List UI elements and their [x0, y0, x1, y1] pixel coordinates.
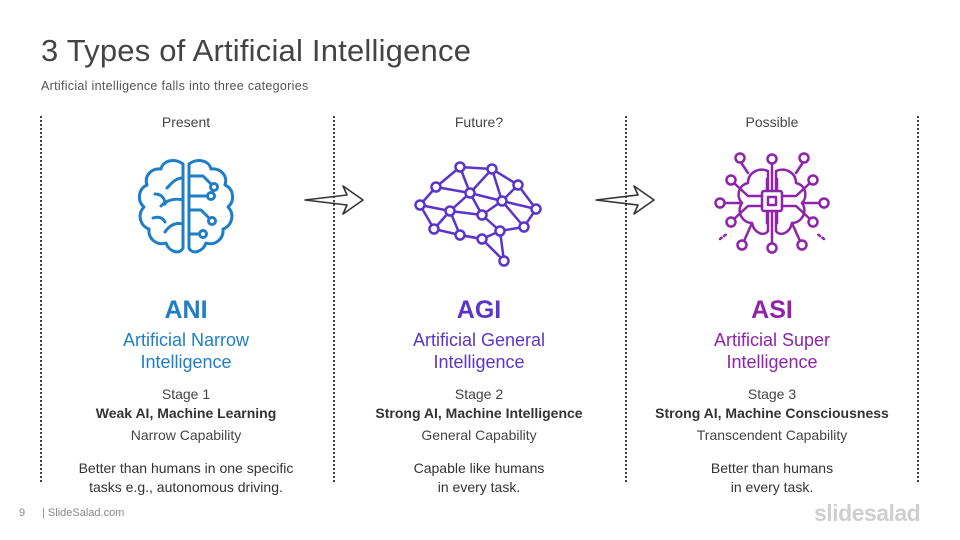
divider: [333, 116, 335, 482]
ai-description: Better than humans in one specific tasks…: [46, 459, 326, 497]
stage-heading: Present: [161, 114, 211, 130]
capability-label: Transcendent Capability: [696, 427, 848, 443]
ai-description: Capable like humans in every task.: [339, 459, 619, 497]
ai-kind: Weak AI, Machine Learning: [95, 405, 277, 421]
ai-abbreviation: ASI: [751, 296, 793, 324]
ai-description: Better than humans in every task.: [632, 459, 912, 497]
ai-full-name-line: Intelligence: [433, 352, 525, 372]
description-line: Capable like humans: [413, 460, 545, 476]
slide-title: 3 Types of Artificial Intelligence: [41, 33, 472, 68]
capability-label: General Capability: [421, 427, 537, 443]
ai-full-name-line: Artificial General: [412, 330, 546, 350]
stage-label: Stage 1: [161, 386, 211, 402]
ai-full-name-line: Artificial Narrow: [122, 330, 250, 350]
brand-logo: slidesalad: [814, 500, 921, 526]
stage-heading: Future?: [454, 114, 504, 130]
capability-label: Narrow Capability: [130, 427, 242, 443]
divider: [917, 116, 919, 482]
ai-full-name-line: Intelligence: [140, 352, 232, 372]
ai-type-column-asi: Possible ASI Artificial: [632, 114, 912, 497]
arrow-right-icon: [304, 185, 364, 215]
ai-full-name: Artificial General Intelligence: [339, 329, 619, 373]
ai-full-name-line: Artificial Super: [713, 330, 831, 350]
ai-full-name: Artificial Super Intelligence: [632, 329, 912, 373]
divider: [40, 116, 42, 482]
description-line: tasks e.g., autonomous driving.: [89, 479, 283, 495]
footer-site: | SlideSalad.com: [42, 507, 125, 519]
ai-abbreviation: ANI: [164, 296, 208, 324]
arrow-right-icon: [595, 185, 655, 215]
ai-type-column-agi: Future? AGI Artificial General Intellige: [339, 114, 619, 497]
ai-full-name-line: Intelligence: [726, 352, 818, 372]
ai-full-name: Artificial Narrow Intelligence: [46, 329, 326, 373]
chip-brain-icon: [632, 134, 912, 284]
stage-label: Stage 2: [454, 386, 504, 402]
description-line: in every task.: [437, 479, 521, 495]
description-line: Better than humans in one specific: [78, 460, 294, 476]
ai-kind: Strong AI, Machine Consciousness: [655, 405, 889, 421]
stage-heading: Possible: [745, 114, 799, 130]
slide-subtitle: Artificial intelligence falls into three…: [41, 79, 309, 93]
page-number: 9: [19, 507, 26, 519]
ai-type-column-ani: Present ANI Artificial Narrow Intelligen…: [46, 114, 326, 497]
description-line: in every task.: [730, 479, 814, 495]
description-line: Better than humans: [710, 460, 834, 476]
stage-label: Stage 3: [747, 386, 797, 402]
brain-network-icon: [339, 134, 619, 284]
brain-circuit-icon: [46, 134, 326, 284]
divider: [625, 116, 627, 482]
ai-abbreviation: AGI: [456, 296, 502, 324]
ai-kind: Strong AI, Machine Intelligence: [375, 405, 583, 421]
